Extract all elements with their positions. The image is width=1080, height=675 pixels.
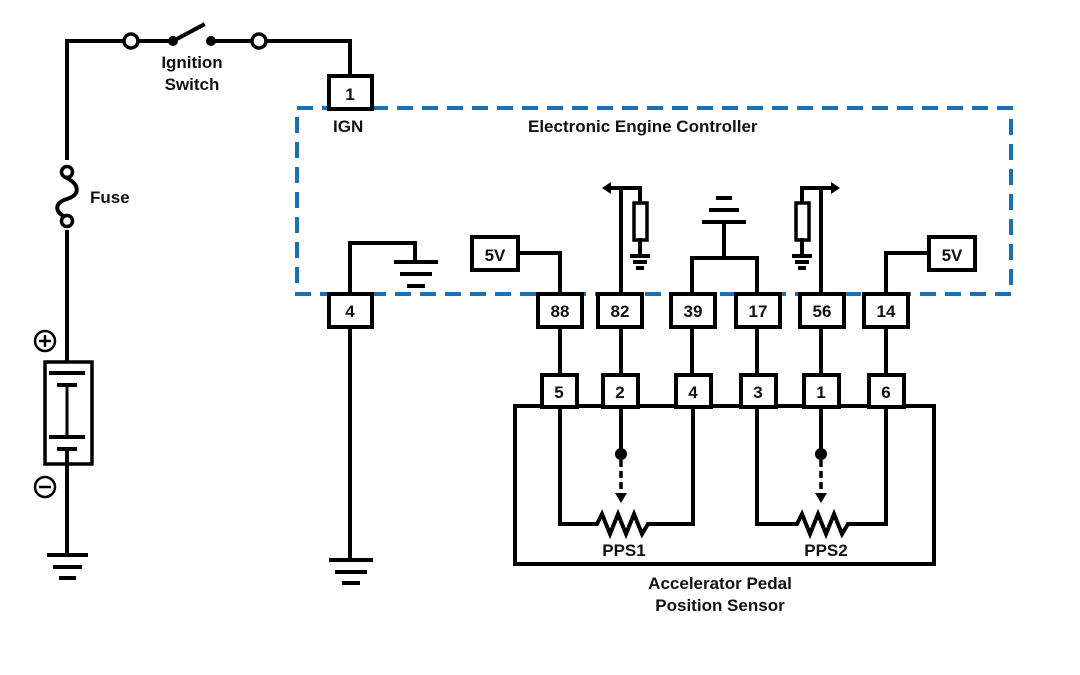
svg-text:4: 4: [688, 383, 698, 402]
svg-text:5: 5: [554, 383, 563, 402]
ign-label: IGN: [333, 117, 363, 136]
svg-text:5V: 5V: [942, 246, 963, 265]
pps1-label: PPS1: [602, 541, 645, 560]
ecu-pin-4: 4: [327, 292, 374, 329]
supply-5v-right: 5V: [927, 235, 977, 272]
pps2-label: PPS2: [804, 541, 847, 560]
ground-icon: [47, 553, 88, 580]
fuse-label: Fuse: [90, 188, 130, 207]
ecu-pin-88: 88: [536, 292, 584, 329]
switch-terminal-right: [250, 32, 268, 50]
ecu-pps2-signal-circuit: [792, 182, 840, 296]
ecu-pin-17: 17: [734, 292, 782, 329]
ecu-pin-14: 14: [862, 292, 910, 329]
fuse-icon: [55, 164, 79, 229]
svg-text:1: 1: [816, 383, 825, 402]
ecu-sensor-ground-circuit: [690, 196, 759, 296]
svg-text:6: 6: [881, 383, 890, 402]
ignition-switch-label-1: Ignition: [161, 53, 222, 72]
sensor-body: [513, 404, 936, 566]
ecu-pin-ign: 1: [327, 74, 374, 111]
battery-plus-icon: [33, 329, 57, 353]
svg-text:5V: 5V: [485, 246, 506, 265]
sensor-label-line2: Position Sensor: [655, 596, 785, 615]
pps1-potentiometer-icon: [558, 405, 695, 540]
harness-wires: [558, 325, 888, 377]
switch-terminal-left: [122, 32, 140, 50]
sensor-pin-3: 3: [739, 373, 778, 409]
svg-text:39: 39: [684, 302, 703, 321]
svg-text:1: 1: [345, 85, 354, 104]
sensor-label-line1: Accelerator Pedal: [648, 574, 792, 593]
sensor-pin-5: 5: [540, 373, 579, 409]
ignition-switch-label-2: Switch: [165, 75, 220, 94]
sensor-pin-1: 1: [802, 373, 841, 409]
svg-text:2: 2: [615, 383, 624, 402]
ecu-pps1-signal-circuit: [602, 182, 650, 296]
svg-text:56: 56: [813, 302, 832, 321]
ecu-label: Electronic Engine Controller: [528, 117, 758, 136]
switch-contact-fixed: [206, 36, 216, 46]
power-circuit: Ignition Switch Fuse: [33, 22, 352, 580]
ecu-boundary: [295, 106, 1013, 296]
sensor-pin-2: 2: [601, 373, 640, 409]
svg-text:14: 14: [877, 302, 896, 321]
svg-text:17: 17: [749, 302, 768, 321]
supply-5v-left: 5V: [470, 235, 520, 272]
svg-text:88: 88: [551, 302, 570, 321]
battery-minus-icon: [33, 475, 57, 499]
svg-text:3: 3: [753, 383, 762, 402]
ecu-pin-82: 82: [596, 292, 644, 329]
switch-contact-pivot: [168, 36, 178, 46]
ecu-ground-circuit: [329, 241, 438, 585]
pps2-potentiometer-icon: [755, 405, 888, 540]
sensor-pin-4: 4: [674, 373, 713, 409]
ecu-pin-56: 56: [798, 292, 846, 329]
sensor-pin-6: 6: [867, 373, 906, 409]
ecu-pin-39: 39: [669, 292, 717, 329]
svg-text:82: 82: [611, 302, 630, 321]
svg-text:4: 4: [345, 302, 355, 321]
